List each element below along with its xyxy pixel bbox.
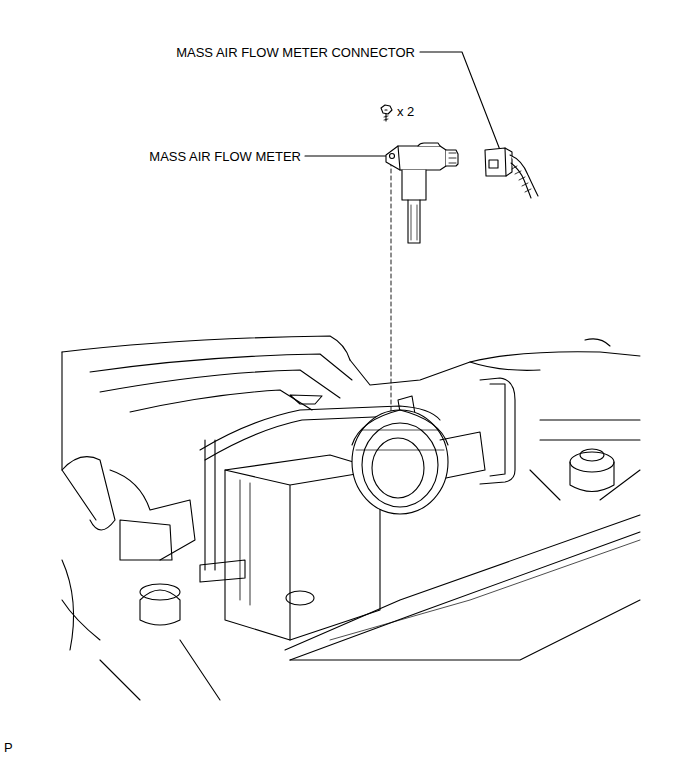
- leader-lines: [305, 52, 500, 156]
- leader-line: [420, 52, 500, 150]
- bolt-symbol: [381, 105, 392, 121]
- leader-line: [305, 155, 392, 156]
- connector-symbol: [485, 148, 538, 198]
- mass-air-flow-meter: [386, 143, 458, 243]
- figure-mark: P: [3, 740, 14, 755]
- part-name: MASS AIR FLOW METER: [148, 149, 302, 164]
- engine-bay: [62, 336, 640, 700]
- quantity-label: x 2: [396, 104, 415, 119]
- part-name: MASS AIR FLOW METER CONNECTOR: [175, 45, 416, 60]
